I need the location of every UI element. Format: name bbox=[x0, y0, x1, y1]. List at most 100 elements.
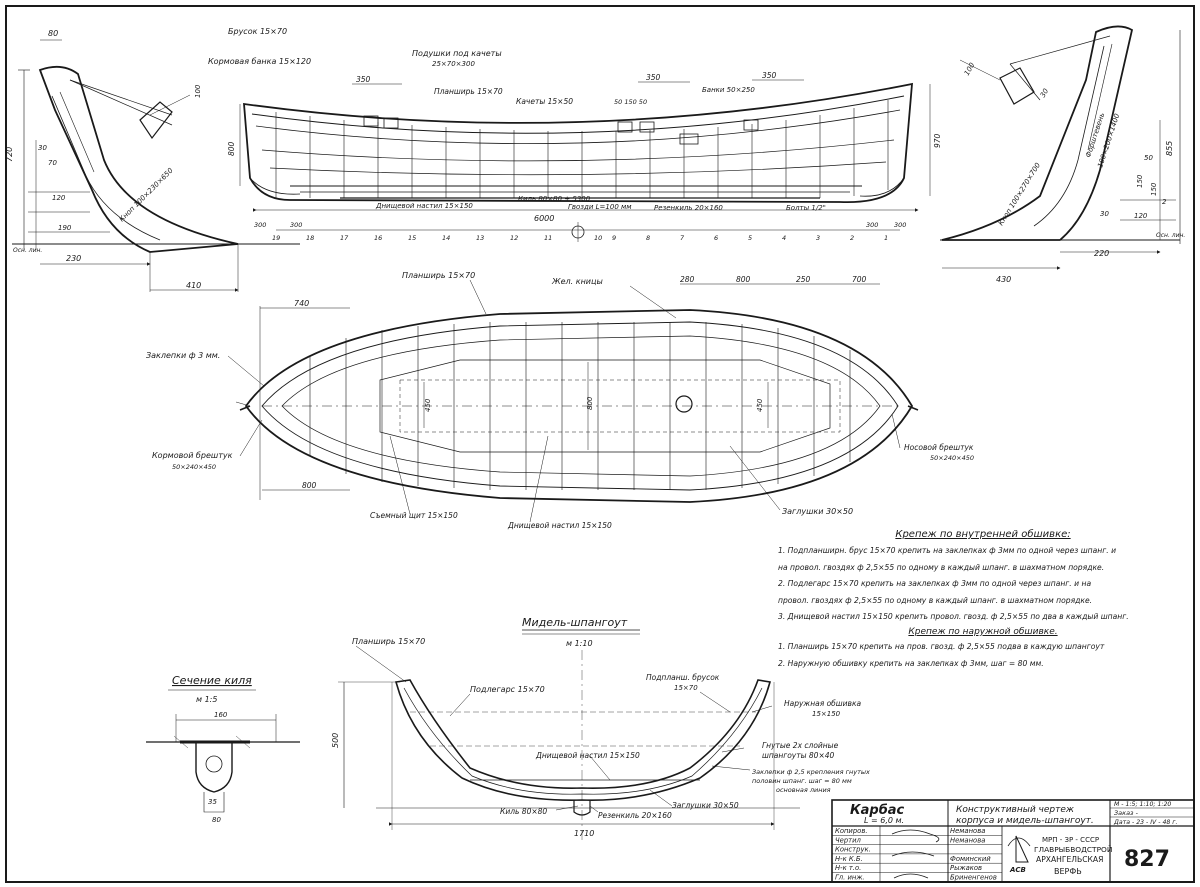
fastening-notes: Крепеж по внутренней обшивке: 1. Подплан… bbox=[778, 527, 1188, 672]
midship-label-podlegars: Подлегарс 15×70 bbox=[470, 685, 545, 694]
plan-dim-800-bottom: 800 bbox=[302, 481, 317, 490]
bow-dim-120: 120 bbox=[1134, 212, 1148, 220]
midship-label-podplanshir-size: 15×70 bbox=[674, 684, 698, 692]
plan-label-zaklepki: Заклепки ф 3 мм. bbox=[146, 351, 220, 360]
midship-section bbox=[338, 629, 800, 840]
note-internal-2a: 2. Подлегарс 15×70 крепить на заклепках … bbox=[778, 579, 1092, 589]
stern-dim-80: 80 bbox=[48, 29, 58, 38]
side-stations: 19 18 17 16 15 14 13 12 11 10 9 8 7 6 5 … bbox=[272, 234, 888, 242]
midship-title: Мидель-шпангоут bbox=[522, 616, 628, 629]
side-dim-350-a: 350 bbox=[356, 75, 371, 84]
side-view bbox=[239, 79, 931, 242]
bow-dim-220: 220 bbox=[1094, 249, 1109, 258]
station-13: 13 bbox=[476, 234, 484, 242]
name-5: Рыжаков bbox=[950, 864, 982, 872]
bow-baseline-label: Осн. лин. bbox=[1156, 232, 1185, 239]
keel-dim-160: 160 bbox=[214, 711, 228, 719]
keel-section-scale: м 1:5 bbox=[196, 695, 217, 704]
midship-label-zaglushki: Заглушки 30×50 bbox=[672, 801, 739, 810]
bow-dim-430: 430 bbox=[996, 275, 1011, 284]
midship-label-gnutye-1: Гнутые 2х слойные bbox=[762, 741, 839, 750]
side-label-rezenkil: Резенкиль 20×160 bbox=[654, 204, 723, 212]
stern-dim-70: 70 bbox=[48, 159, 57, 167]
keel-section-title: Сечение киля bbox=[172, 674, 252, 687]
bow-dim-150-b: 150 bbox=[1150, 182, 1158, 196]
bow-dim-30-b: 30 bbox=[1100, 210, 1109, 218]
name-1: Неманова bbox=[950, 827, 985, 835]
plan-label-shchit: Съемный щит 15×150 bbox=[370, 511, 458, 520]
station-19: 19 bbox=[272, 234, 280, 242]
midship-label-podplanshir: Подпланш. брусок bbox=[646, 673, 720, 682]
keel-section bbox=[146, 689, 300, 813]
station-14: 14 bbox=[442, 234, 450, 242]
role-6: Гл. инж. bbox=[835, 874, 865, 882]
midship-label-obshivka-size: 15×150 bbox=[812, 710, 841, 718]
station-17: 17 bbox=[340, 234, 349, 242]
midship-label-gnutye-2: шпангоуты 80×40 bbox=[762, 751, 835, 760]
plan-label-kormovoy-size: 50×240×450 bbox=[172, 463, 216, 471]
title-org-4: ВЕРФЬ bbox=[1054, 867, 1082, 876]
midship-leaders bbox=[355, 645, 773, 813]
plan-label-planshir: Планширь 15×70 bbox=[402, 271, 475, 280]
plan-view-frames bbox=[309, 322, 851, 490]
side-label-podushki: Подушки под качеты bbox=[412, 49, 502, 58]
plan-label-dnisch: Днищевой настил 15×150 bbox=[507, 521, 612, 530]
bow-dim-2: 2 bbox=[1162, 198, 1167, 206]
midship-dim-1710: 1710 bbox=[574, 829, 594, 838]
role-5: Н-к т.о. bbox=[835, 864, 861, 872]
plan-dim-280: 280 bbox=[680, 275, 695, 284]
stern-dim-100: 100 bbox=[194, 84, 202, 98]
side-dim-6000: 6000 bbox=[534, 214, 554, 223]
title-roles: Копиров. Чертил Конструк. Н-к К.Б. Н-к т… bbox=[835, 827, 871, 882]
plan-dim-800-center: 800 bbox=[586, 396, 594, 410]
title-boat-name: Карбас bbox=[850, 803, 905, 818]
bow-view bbox=[940, 25, 1181, 270]
title-boat-length: L = 6,0 м. bbox=[864, 816, 904, 825]
station-5: 5 bbox=[748, 234, 752, 242]
side-end-dim-1: 300 bbox=[254, 221, 266, 229]
midship-label-dnisch: Днищевой настил 15×150 bbox=[535, 751, 640, 760]
note-internal-3: 3. Днищевой настил 15×150 крепить провол… bbox=[778, 612, 1129, 622]
name-6: Бриненгенов bbox=[950, 874, 997, 882]
plan-dim-450-left: 450 bbox=[424, 398, 432, 412]
stern-dim-120: 120 bbox=[52, 194, 66, 202]
notes-title-external: Крепеж по наружной обшивке. bbox=[908, 626, 1058, 637]
role-4: Н-к К.Б. bbox=[835, 855, 863, 863]
plan-label-nosovoy: Носовой брештук bbox=[904, 443, 974, 452]
note-external-1: 1. Планширь 15×70 крепить на пров. гвозд… bbox=[778, 641, 1105, 651]
side-view-frames bbox=[275, 100, 889, 198]
title-org-3: АРХАНГЕЛЬСКАЯ bbox=[1036, 855, 1103, 864]
side-label-banki: Банки 50×250 bbox=[702, 86, 755, 94]
station-18: 18 bbox=[306, 234, 314, 242]
role-3: Конструк. bbox=[835, 846, 871, 854]
plan-label-zaglushki: Заглушки 30×50 bbox=[782, 507, 853, 516]
stern-dim-190: 190 bbox=[58, 224, 72, 232]
midship-label-obshivka: Наружная обшивка bbox=[784, 699, 861, 708]
side-dim-350-b: 350 bbox=[646, 73, 661, 82]
stern-knop-label: Кноп 100×230×650 bbox=[118, 166, 175, 223]
title-org-2: ГЛАВРЫБВОДСТРОЙ bbox=[1034, 845, 1112, 854]
bow-dim-50: 50 bbox=[1144, 154, 1153, 162]
role-1: Копиров. bbox=[835, 827, 867, 835]
side-end-dim-4: 300 bbox=[894, 221, 906, 229]
notes-title-internal: Крепеж по внутренней обшивке: bbox=[895, 529, 1071, 540]
side-label-bolty: Болты 1/2" bbox=[786, 204, 826, 212]
stern-baseline-label: Осн. лин. bbox=[13, 247, 42, 254]
title-names: Неманова Неманова Фоминский Рыжаков Брин… bbox=[950, 827, 997, 882]
title-drawing-line1: Конструктивный чертеж bbox=[956, 805, 1075, 815]
midship-dim-500: 500 bbox=[331, 733, 340, 748]
side-end-dim-2: 300 bbox=[290, 221, 302, 229]
plan-dim-250: 250 bbox=[796, 275, 811, 284]
note-internal-1b: на провол. гвоздях ф 2,5×55 по одному в … bbox=[778, 562, 1105, 572]
title-order: Заказ - bbox=[1114, 809, 1139, 817]
midship-label-kil: Киль 80×80 bbox=[500, 807, 547, 816]
title-drawing-line2: корпуса и мидель-шпангоут. bbox=[956, 816, 1094, 826]
stern-dim-230: 230 bbox=[66, 254, 81, 263]
plan-dim-740: 740 bbox=[294, 299, 309, 308]
side-label-kil: Киль 80×80 + 5300 bbox=[518, 195, 591, 203]
side-label-sizes: 50 150 50 bbox=[614, 98, 647, 106]
plan-label-kormovoy: Кормовой брештук bbox=[152, 451, 233, 460]
station-10: 10 bbox=[594, 234, 602, 242]
station-16: 16 bbox=[374, 234, 382, 242]
side-label-gvozdi: Гвозди L=100 мм bbox=[568, 203, 632, 211]
